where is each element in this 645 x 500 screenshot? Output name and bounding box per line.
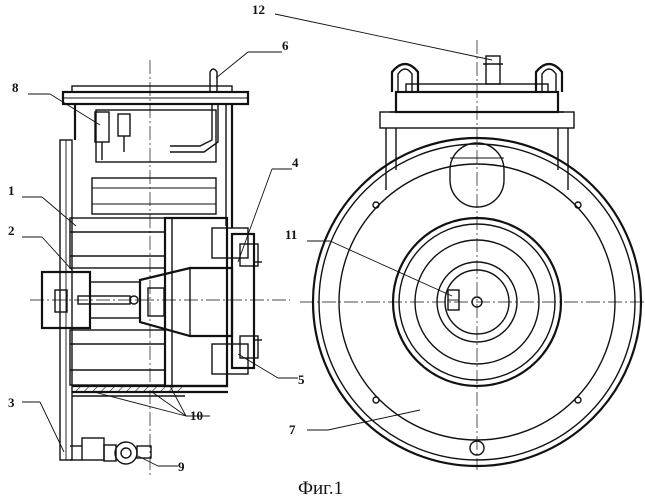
front-view bbox=[300, 40, 645, 470]
callout-5: 5 bbox=[298, 372, 305, 387]
callout-8: 8 bbox=[12, 80, 19, 95]
top-nozzle bbox=[486, 56, 500, 84]
cone-adapter bbox=[140, 268, 232, 336]
callout-12: 12 bbox=[252, 2, 265, 17]
callout-10: 10 bbox=[190, 408, 203, 423]
lower-winding bbox=[70, 330, 165, 385]
callout-7: 7 bbox=[289, 422, 296, 437]
callout-labels: 12 6 8 1 2 4 11 5 3 10 7 9 bbox=[8, 2, 305, 474]
bearing-bottom bbox=[212, 344, 248, 374]
bearing-top bbox=[212, 228, 248, 258]
callout-9: 9 bbox=[178, 459, 185, 474]
callout-4: 4 bbox=[292, 155, 299, 170]
callout-3: 3 bbox=[8, 395, 15, 410]
bottom-fitting-body bbox=[82, 438, 104, 460]
lift-handle-right bbox=[536, 64, 562, 92]
callout-2: 2 bbox=[8, 223, 15, 238]
callout-6: 6 bbox=[282, 38, 289, 53]
side-section-view bbox=[30, 60, 290, 476]
figure-caption: Фиг.1 bbox=[298, 478, 343, 499]
upper-winding bbox=[70, 218, 165, 268]
callout-11: 11 bbox=[285, 227, 297, 242]
lift-handle-left bbox=[392, 64, 418, 92]
pipe bbox=[210, 69, 217, 92]
callout-1: 1 bbox=[8, 183, 15, 198]
valve-fitting bbox=[95, 112, 109, 142]
